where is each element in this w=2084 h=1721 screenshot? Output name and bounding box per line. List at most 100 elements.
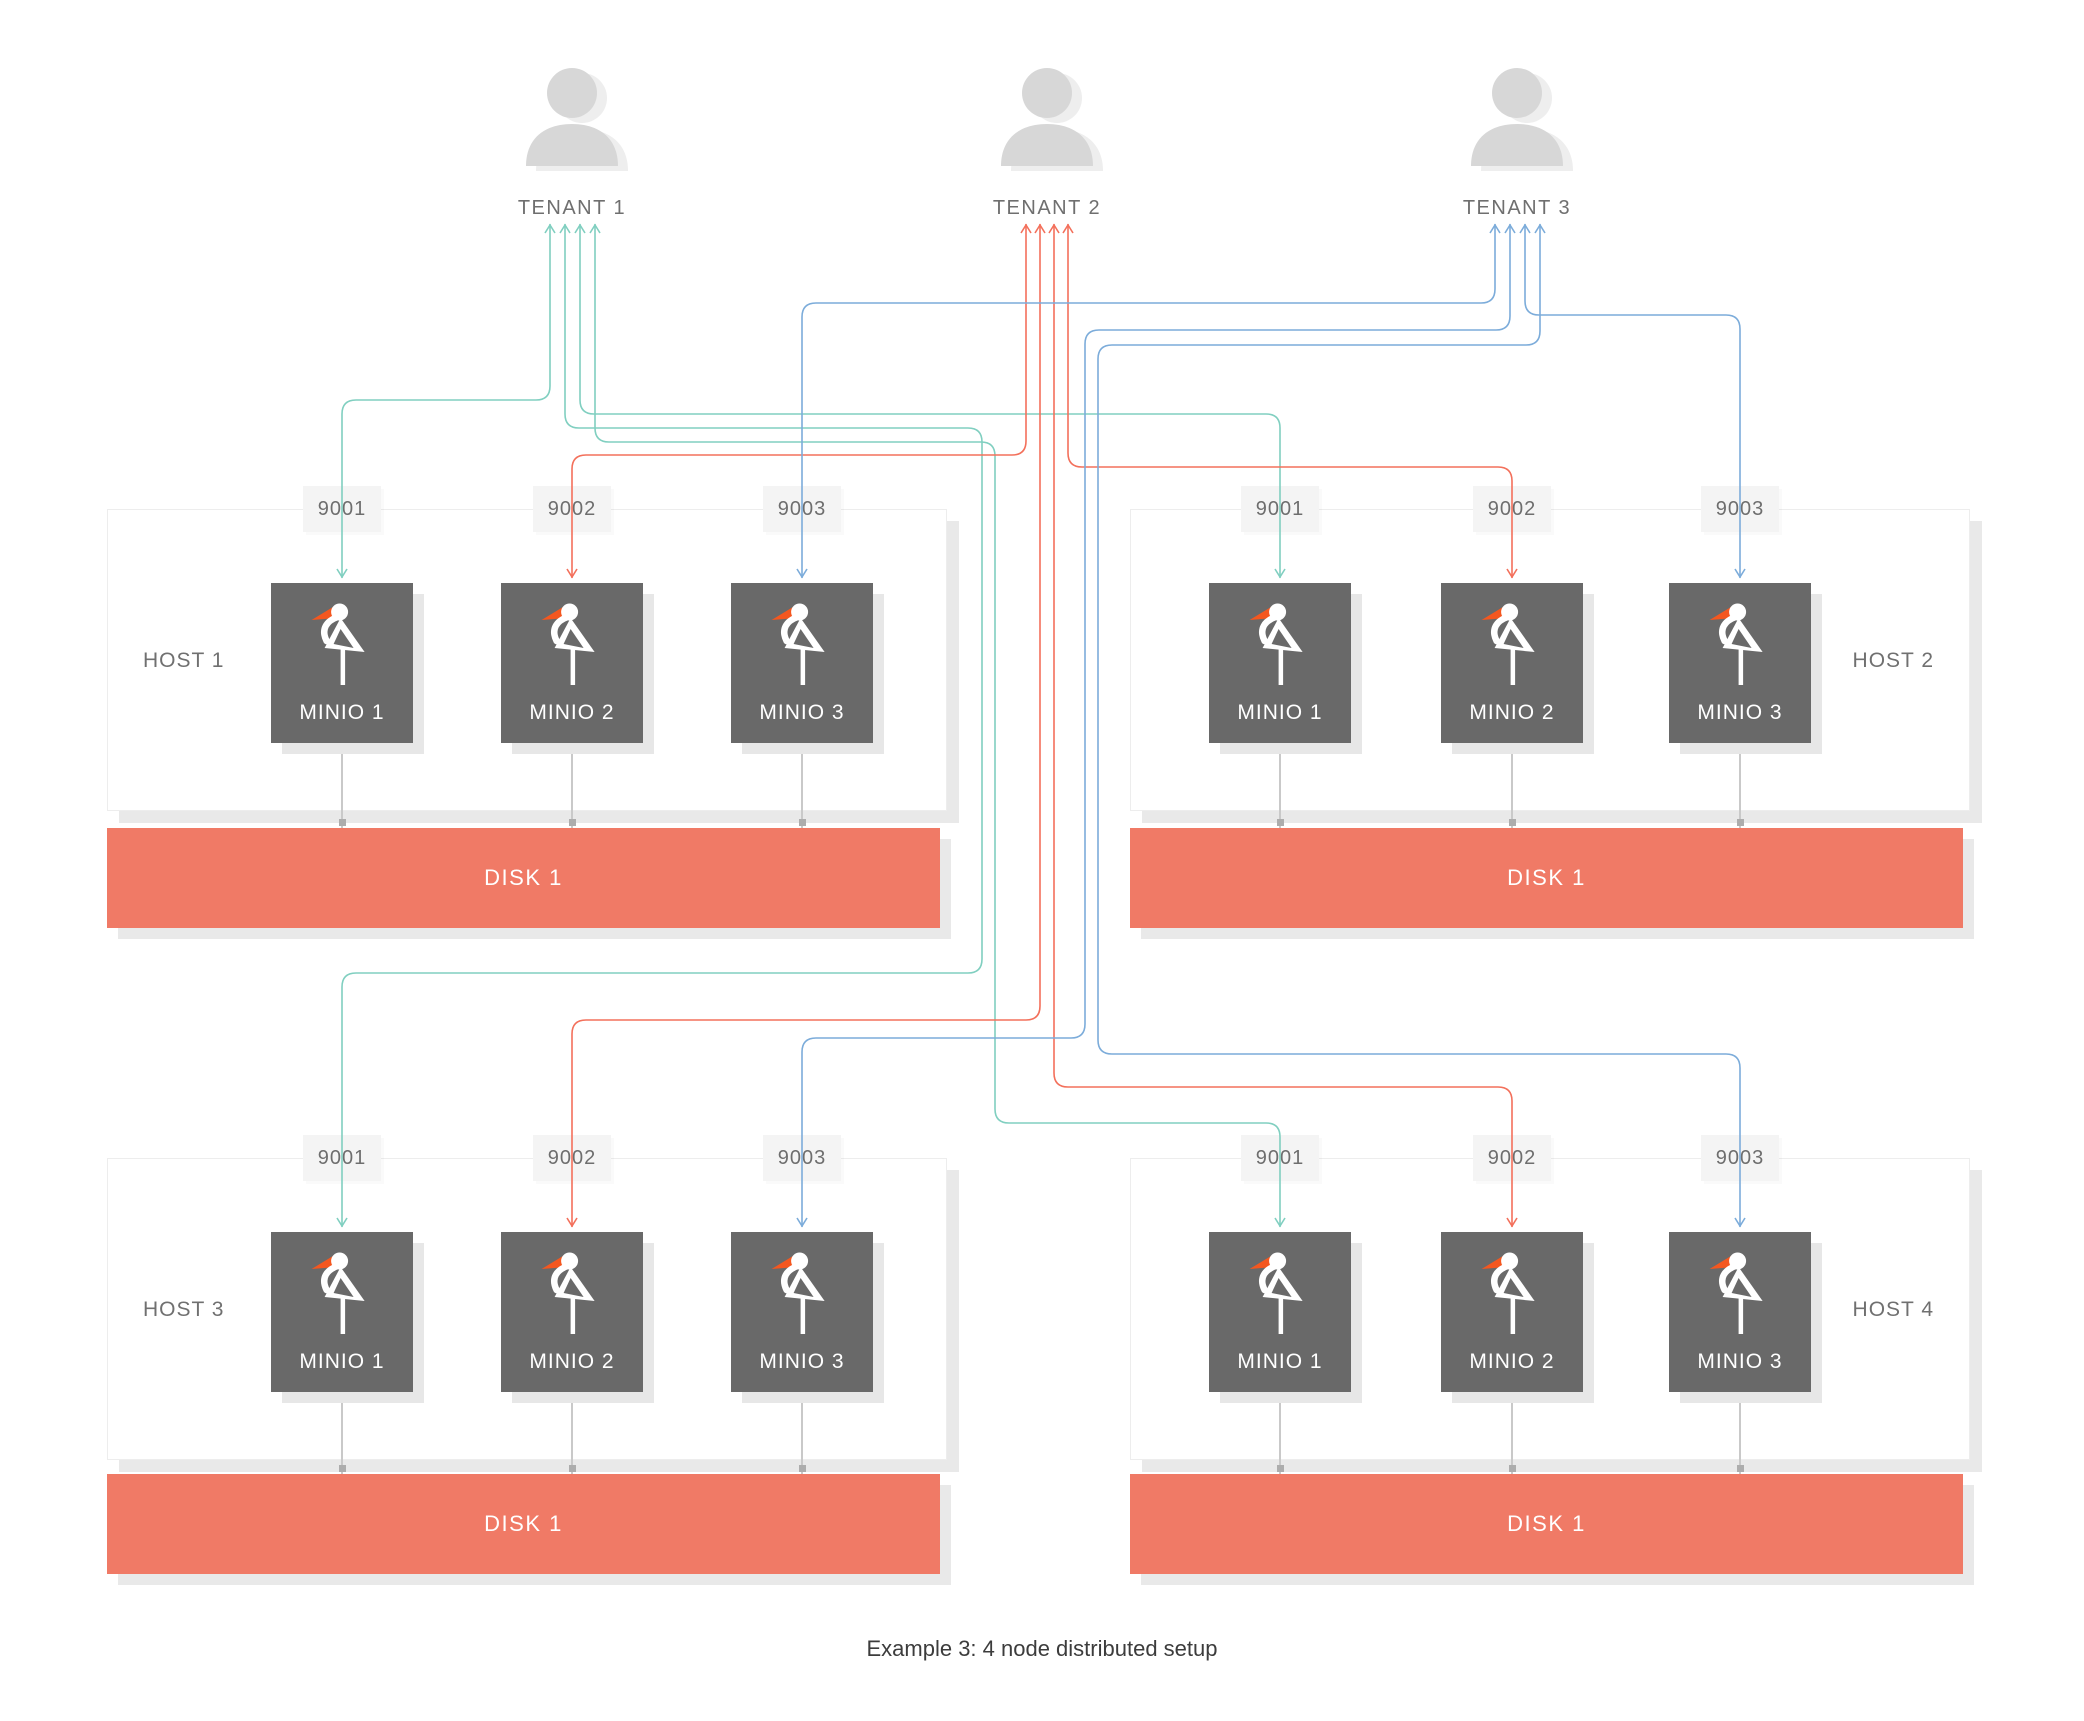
host3-port-badge-9001: 9001: [303, 1135, 381, 1181]
host4-minio-node-1: MINIO 1: [1209, 1232, 1351, 1392]
minio-logo-icon: [1249, 603, 1303, 685]
minio-node-label: MINIO 2: [529, 1350, 615, 1373]
minio-logo-icon: [311, 1252, 365, 1334]
minio-logo: [1708, 1252, 1768, 1339]
connector-endpoint: [338, 1393, 346, 1400]
minio-logo: [310, 1252, 370, 1339]
host3-minio-node-1: MINIO 1: [271, 1232, 413, 1392]
minio-logo: [770, 1252, 830, 1339]
node-disk-connector: [1279, 743, 1281, 828]
node-disk-connector: [1739, 743, 1741, 828]
node-disk-connector: [1739, 1392, 1741, 1474]
node-disk-connector: [1279, 1392, 1281, 1474]
minio-node-label: MINIO 2: [1469, 701, 1555, 724]
minio-logo-icon: [1709, 1252, 1763, 1334]
connector-endpoint: [1276, 1465, 1284, 1472]
tenant-label: TENANT 2: [992, 197, 1102, 219]
connector-endpoint: [1736, 1465, 1744, 1472]
arrowhead-up: [1034, 223, 1046, 234]
minio-node-label: MINIO 3: [759, 1350, 845, 1373]
minio-node-label: MINIO 3: [759, 701, 845, 724]
arrowhead-up: [559, 223, 571, 234]
minio-logo: [1708, 603, 1768, 690]
host3-label: HOST 3: [143, 1298, 225, 1321]
arrowhead-up: [589, 223, 601, 234]
disk-label: DISK 1: [484, 1511, 563, 1536]
node-disk-connector: [571, 743, 573, 828]
connector-endpoint: [568, 744, 576, 751]
connector-endpoint: [568, 1465, 576, 1472]
minio-logo-icon: [1249, 1252, 1303, 1334]
minio-logo: [1248, 1252, 1308, 1339]
host2-port-badge-9001: 9001: [1241, 486, 1319, 532]
host1-port-badge-9002: 9002: [533, 486, 611, 532]
connector-endpoint: [1276, 1393, 1284, 1400]
tenant-1: [512, 66, 632, 179]
host3-port-badge-9002: 9002: [533, 1135, 611, 1181]
minio-logo-icon: [771, 603, 825, 685]
minio-logo: [310, 603, 370, 690]
person-icon: [526, 68, 628, 171]
disk-label: DISK 1: [1507, 865, 1586, 890]
host3-port-badge-9003: 9003: [763, 1135, 841, 1181]
connector-endpoint: [798, 1393, 806, 1400]
host2-label: HOST 2: [1852, 649, 1934, 672]
host2-minio-node-2: MINIO 2: [1441, 583, 1583, 743]
connector-endpoint: [798, 819, 806, 826]
connector-endpoint: [1276, 819, 1284, 826]
host4-port-badge-9002: 9002: [1473, 1135, 1551, 1181]
minio-logo: [1480, 603, 1540, 690]
arrowhead-up: [1048, 223, 1060, 234]
connector-endpoint: [1276, 744, 1284, 751]
connector-endpoint: [338, 819, 346, 826]
host1-minio-node-2: MINIO 2: [501, 583, 643, 743]
diagram-caption: Example 3: 4 node distributed setup: [866, 1636, 1218, 1661]
connector-endpoint: [1508, 744, 1516, 751]
host2-port-badge-9002: 9002: [1473, 486, 1551, 532]
connector-endpoint: [338, 744, 346, 751]
minio-logo-icon: [541, 603, 595, 685]
connector-endpoint: [798, 744, 806, 751]
host1-minio-node-3: MINIO 3: [731, 583, 873, 743]
disk-label: DISK 1: [1507, 1511, 1586, 1536]
minio-node-label: MINIO 1: [299, 701, 385, 724]
minio-logo-icon: [541, 1252, 595, 1334]
connector-endpoint: [1736, 1393, 1744, 1400]
host1-port-badge-9001: 9001: [303, 486, 381, 532]
host1-port-badge-9003: 9003: [763, 486, 841, 532]
connector-endpoint: [798, 1465, 806, 1472]
arrowhead-up: [574, 223, 586, 234]
tenant-label: TENANT 1: [517, 197, 627, 219]
node-disk-connector: [1511, 1392, 1513, 1474]
host3-disk-bar: DISK 1: [107, 1474, 940, 1574]
node-disk-connector: [341, 743, 343, 828]
minio-node-label: MINIO 2: [1469, 1350, 1555, 1373]
connector-endpoint: [568, 1393, 576, 1400]
connector-endpoint: [338, 1465, 346, 1472]
connector-endpoint: [1736, 744, 1744, 751]
minio-node-label: MINIO 1: [299, 1350, 385, 1373]
minio-node-label: MINIO 1: [1237, 1350, 1323, 1373]
disk-label: DISK 1: [484, 865, 563, 890]
minio-logo: [540, 603, 600, 690]
arrowhead-up: [1504, 223, 1516, 234]
node-disk-connector: [341, 1392, 343, 1474]
minio-logo: [770, 603, 830, 690]
person-icon: [1471, 68, 1573, 171]
minio-logo: [1480, 1252, 1540, 1339]
tenant-2: [987, 66, 1107, 179]
host2-port-badge-9003: 9003: [1701, 486, 1779, 532]
host1-disk-bar: DISK 1: [107, 828, 940, 928]
host4-port-badge-9003: 9003: [1701, 1135, 1779, 1181]
minio-logo-icon: [771, 1252, 825, 1334]
connector-endpoint: [1508, 1393, 1516, 1400]
minio-logo: [540, 1252, 600, 1339]
host2-disk-bar: DISK 1: [1130, 828, 1963, 928]
arrowhead-up: [544, 223, 556, 234]
host2-minio-node-3: MINIO 3: [1669, 583, 1811, 743]
arrowhead-up: [1534, 223, 1546, 234]
host2-minio-node-1: MINIO 1: [1209, 583, 1351, 743]
person-icon: [1001, 68, 1103, 171]
connector-endpoint: [568, 819, 576, 826]
